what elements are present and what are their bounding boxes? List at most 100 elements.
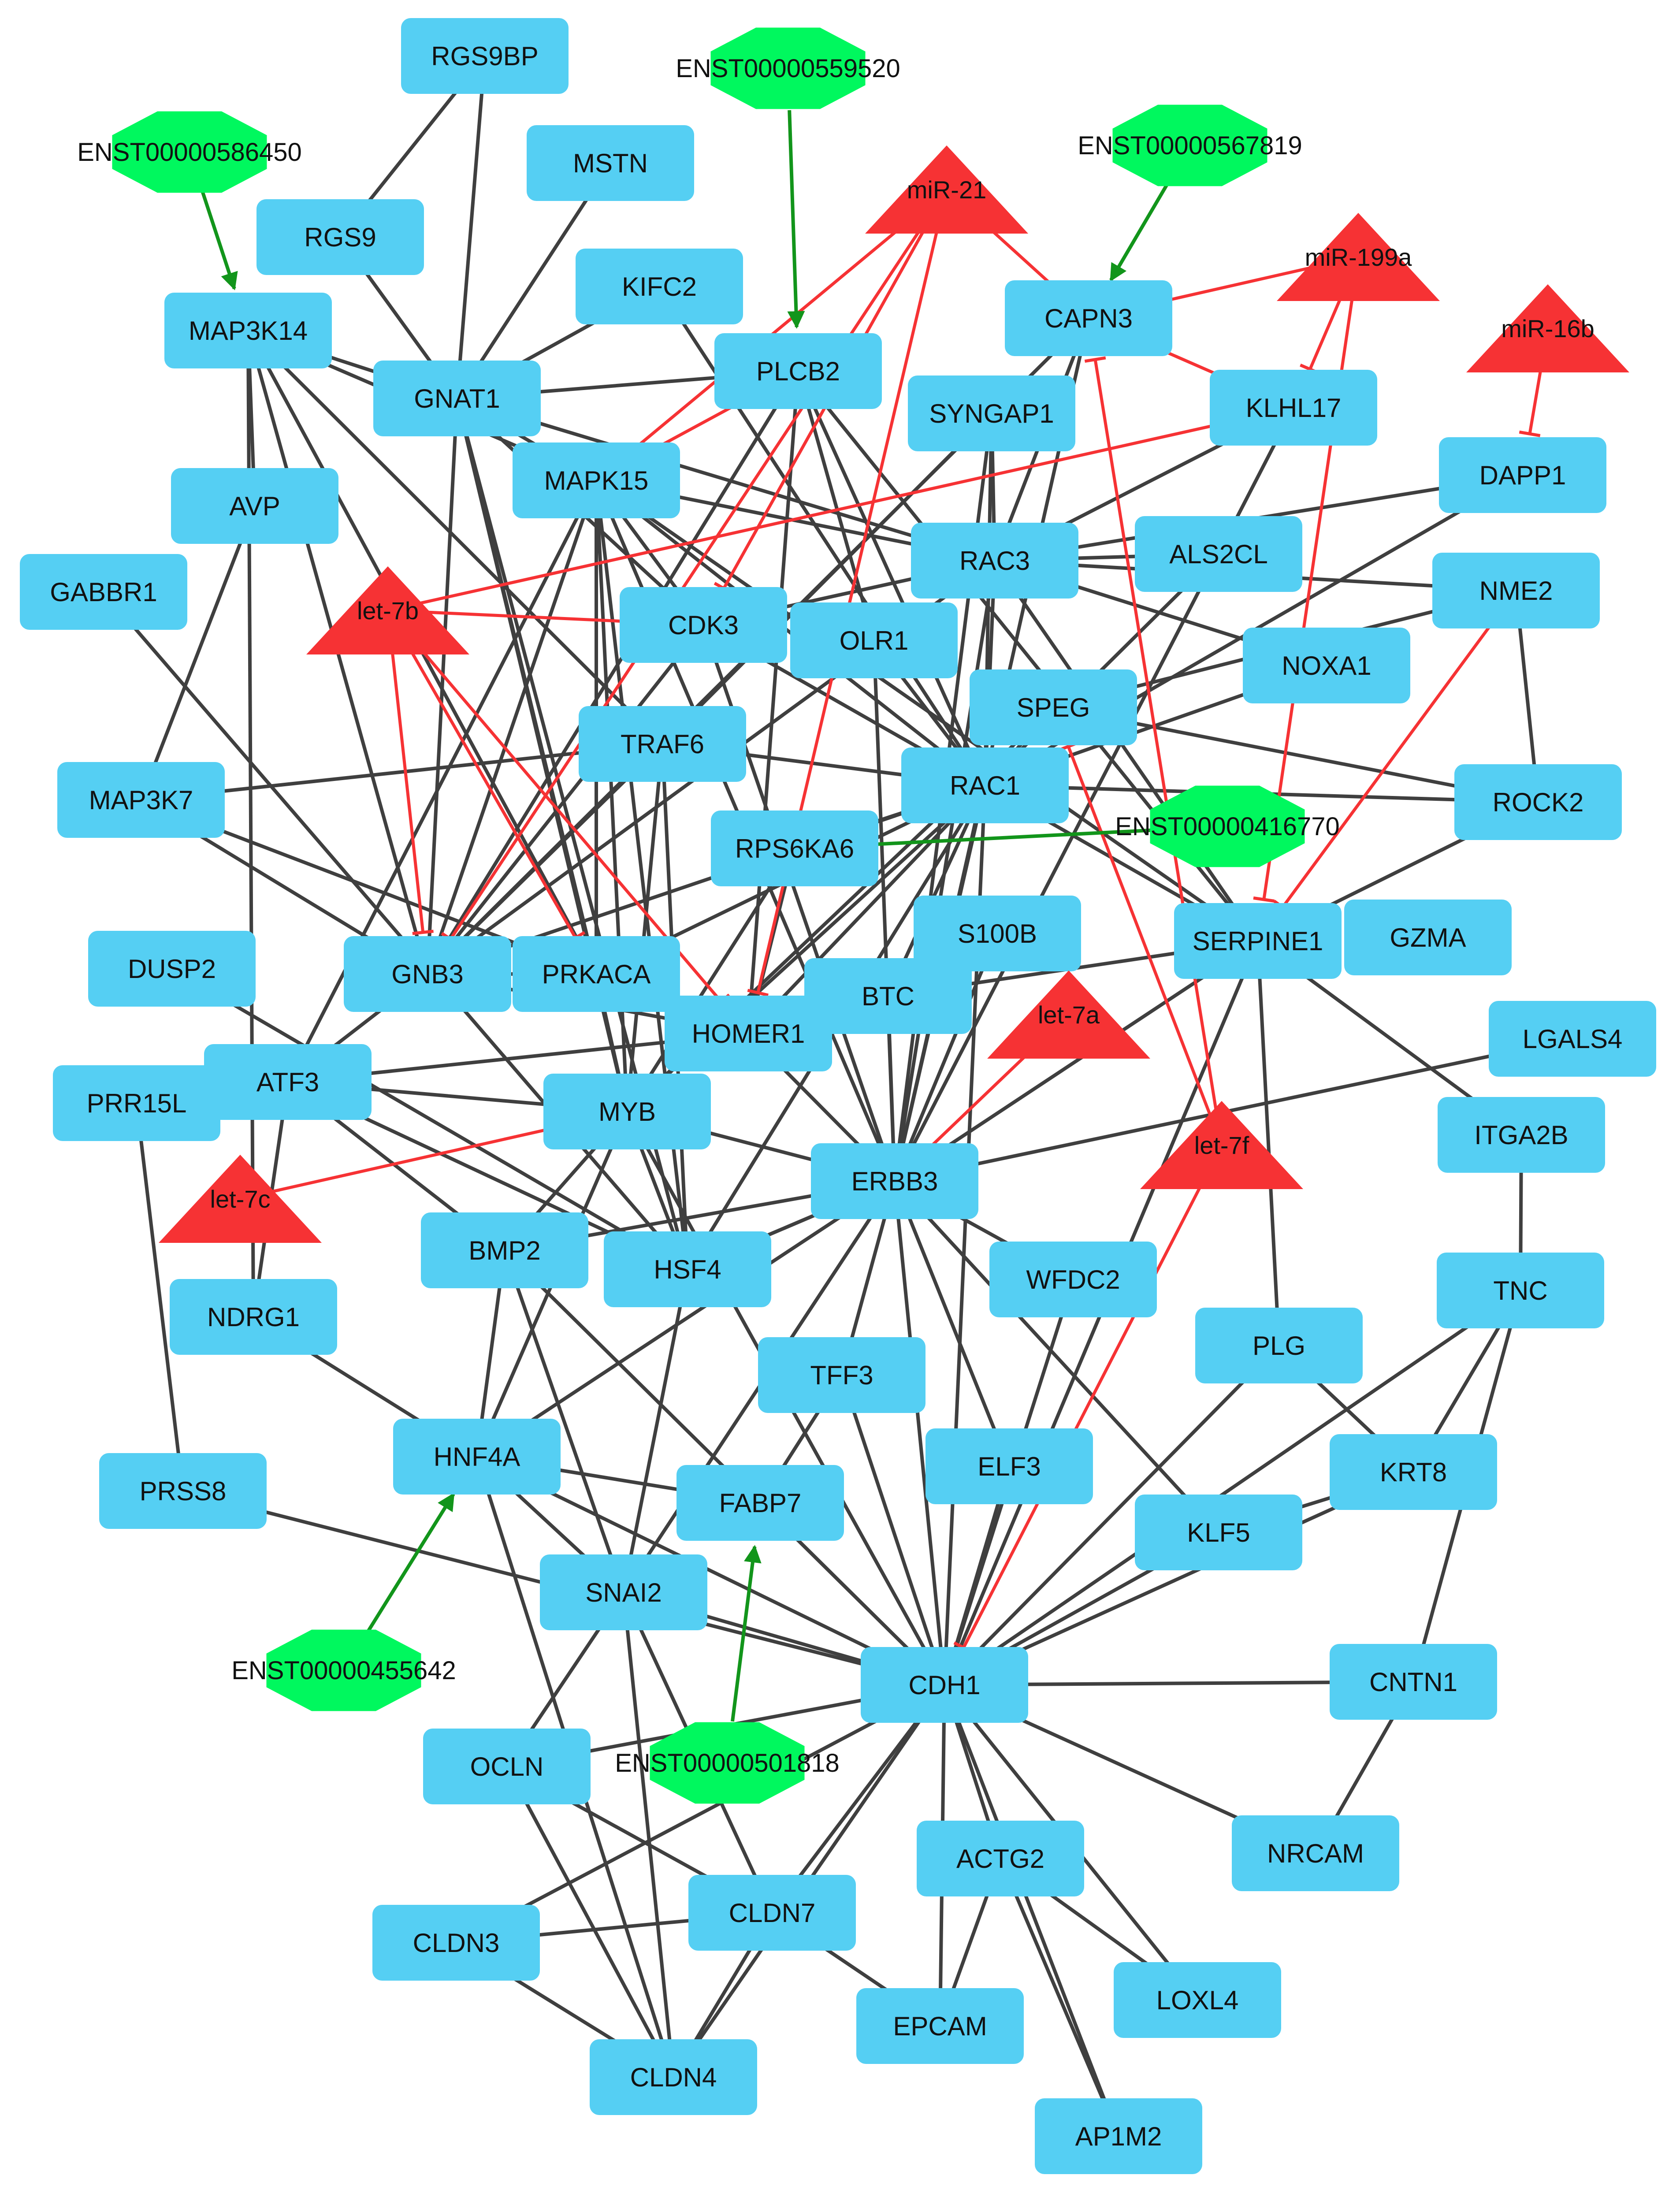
- node-serpine1[interactable]: SERPINE1: [1174, 903, 1342, 979]
- node-atf3[interactable]: ATF3: [204, 1044, 372, 1120]
- node-label: CLDN3: [413, 1928, 500, 1958]
- node-prss8[interactable]: PRSS8: [99, 1453, 267, 1529]
- gene-box: [576, 249, 743, 324]
- node-cldn7[interactable]: CLDN7: [688, 1875, 856, 1951]
- node-rock2[interactable]: ROCK2: [1454, 764, 1622, 840]
- node-rgs9bp[interactable]: RGS9BP: [401, 18, 569, 94]
- node-ap1m2[interactable]: AP1M2: [1035, 2098, 1202, 2174]
- node-loxl4[interactable]: LOXL4: [1114, 1962, 1281, 2038]
- gene-box: [204, 1044, 372, 1120]
- node-enst00000416770[interactable]: ENST00000416770: [1115, 785, 1340, 867]
- node-gnb3[interactable]: GNB3: [344, 936, 511, 1012]
- node-klhl17[interactable]: KLHL17: [1210, 370, 1377, 446]
- node-label: NOXA1: [1282, 651, 1371, 680]
- node-label: ITGA2B: [1474, 1120, 1568, 1150]
- node-mir-21[interactable]: miR-21: [865, 145, 1028, 234]
- node-tff3[interactable]: TFF3: [758, 1337, 925, 1413]
- node-map3k14[interactable]: MAP3K14: [164, 293, 332, 368]
- node-mapk15[interactable]: MAPK15: [513, 442, 680, 518]
- node-kifc2[interactable]: KIFC2: [576, 249, 743, 324]
- node-cdh1[interactable]: CDH1: [861, 1647, 1028, 1723]
- node-mir-199a[interactable]: miR-199a: [1277, 213, 1440, 301]
- node-avp[interactable]: AVP: [171, 468, 338, 544]
- node-erbb3[interactable]: ERBB3: [811, 1143, 978, 1219]
- gene-box: [1432, 553, 1600, 628]
- node-gzma[interactable]: GZMA: [1344, 900, 1512, 975]
- gene-box: [1005, 280, 1172, 356]
- node-enst00000567819[interactable]: ENST00000567819: [1078, 104, 1302, 186]
- node-enst00000586450[interactable]: ENST00000586450: [77, 111, 302, 193]
- node-krt8[interactable]: KRT8: [1330, 1434, 1497, 1510]
- node-tnc[interactable]: TNC: [1437, 1253, 1604, 1328]
- node-cldn4[interactable]: CLDN4: [590, 2039, 757, 2115]
- node-epcam[interactable]: EPCAM: [856, 1988, 1024, 2064]
- node-ocln[interactable]: OCLN: [423, 1729, 591, 1804]
- node-traf6[interactable]: TRAF6: [579, 706, 746, 782]
- node-rac1[interactable]: RAC1: [901, 747, 1069, 823]
- node-let-7c[interactable]: let-7c: [159, 1155, 322, 1243]
- node-bmp2[interactable]: BMP2: [421, 1212, 588, 1288]
- node-prkaca[interactable]: PRKACA: [513, 936, 680, 1012]
- node-dusp2[interactable]: DUSP2: [88, 931, 256, 1007]
- node-label: NDRG1: [207, 1302, 300, 1332]
- node-syngap1[interactable]: SYNGAP1: [908, 376, 1075, 451]
- edge-plg-cdh1: [943, 1344, 1280, 1686]
- node-klf5[interactable]: KLF5: [1135, 1495, 1302, 1570]
- node-label: KLHL17: [1246, 393, 1342, 423]
- node-s100b[interactable]: S100B: [914, 896, 1081, 971]
- node-nme2[interactable]: NME2: [1432, 553, 1600, 628]
- node-map3k7[interactable]: MAP3K7: [57, 762, 225, 838]
- node-hnf4a[interactable]: HNF4A: [393, 1419, 561, 1495]
- edge-syngap1-traf6: [661, 412, 993, 745]
- node-wfdc2[interactable]: WFDC2: [989, 1242, 1157, 1317]
- node-plg[interactable]: PLG: [1195, 1308, 1363, 1383]
- edge-mstn-gnat1: [455, 162, 612, 400]
- node-gabbr1[interactable]: GABBR1: [20, 554, 187, 630]
- node-ndrg1[interactable]: NDRG1: [170, 1279, 337, 1355]
- node-als2cl[interactable]: ALS2CL: [1135, 516, 1302, 592]
- node-btc[interactable]: BTC: [804, 958, 972, 1034]
- node-let-7b[interactable]: let-7b: [306, 566, 469, 654]
- edge-rac1-homer1: [747, 784, 986, 1035]
- node-gnat1[interactable]: GNAT1: [373, 361, 541, 436]
- node-let-7a[interactable]: let-7a: [987, 970, 1150, 1059]
- mirna-triangle: [865, 145, 1028, 234]
- gene-box: [88, 931, 256, 1007]
- node-rac3[interactable]: RAC3: [911, 523, 1078, 599]
- node-rgs9[interactable]: RGS9: [256, 199, 424, 275]
- node-capn3[interactable]: CAPN3: [1005, 280, 1172, 356]
- node-homer1[interactable]: HOMER1: [665, 996, 832, 1071]
- node-olr1[interactable]: OLR1: [790, 602, 958, 678]
- node-speg[interactable]: SPEG: [970, 669, 1137, 745]
- node-mstn[interactable]: MSTN: [527, 125, 694, 201]
- node-itga2b[interactable]: ITGA2B: [1438, 1097, 1605, 1173]
- node-actg2[interactable]: ACTG2: [917, 1821, 1084, 1896]
- node-enst00000455642[interactable]: ENST00000455642: [231, 1629, 456, 1711]
- edge-serpine1-plg: [1256, 941, 1281, 1346]
- node-label: ALS2CL: [1169, 539, 1267, 569]
- node-cdk3[interactable]: CDK3: [620, 587, 787, 663]
- node-label: let-7b: [357, 597, 419, 625]
- node-enst00000559520[interactable]: ENST00000559520: [676, 27, 900, 109]
- node-prr15l[interactable]: PRR15L: [53, 1065, 220, 1141]
- node-snai2[interactable]: SNAI2: [540, 1554, 707, 1630]
- node-fabp7[interactable]: FABP7: [676, 1465, 844, 1541]
- edge-erbb3-klf5: [893, 1180, 1220, 1534]
- gene-box: [758, 1337, 925, 1413]
- node-plcb2[interactable]: PLCB2: [714, 333, 882, 409]
- node-cntn1[interactable]: CNTN1: [1330, 1644, 1497, 1720]
- node-enst00000501818[interactable]: ENST00000501818: [615, 1722, 840, 1804]
- node-elf3[interactable]: ELF3: [925, 1428, 1093, 1504]
- node-cldn3[interactable]: CLDN3: [372, 1905, 540, 1981]
- node-label: MSTN: [573, 149, 648, 178]
- node-nrcam[interactable]: NRCAM: [1232, 1815, 1399, 1891]
- node-noxa1[interactable]: NOXA1: [1243, 628, 1410, 703]
- node-myb[interactable]: MYB: [543, 1074, 711, 1149]
- node-rps6ka6[interactable]: RPS6KA6: [711, 811, 878, 886]
- node-let-7f[interactable]: let-7f: [1140, 1101, 1303, 1189]
- node-lgals4[interactable]: LGALS4: [1489, 1001, 1656, 1077]
- node-mir-16b[interactable]: miR-16b: [1466, 284, 1629, 372]
- node-hsf4[interactable]: HSF4: [604, 1231, 771, 1307]
- node-dapp1[interactable]: DAPP1: [1439, 437, 1606, 513]
